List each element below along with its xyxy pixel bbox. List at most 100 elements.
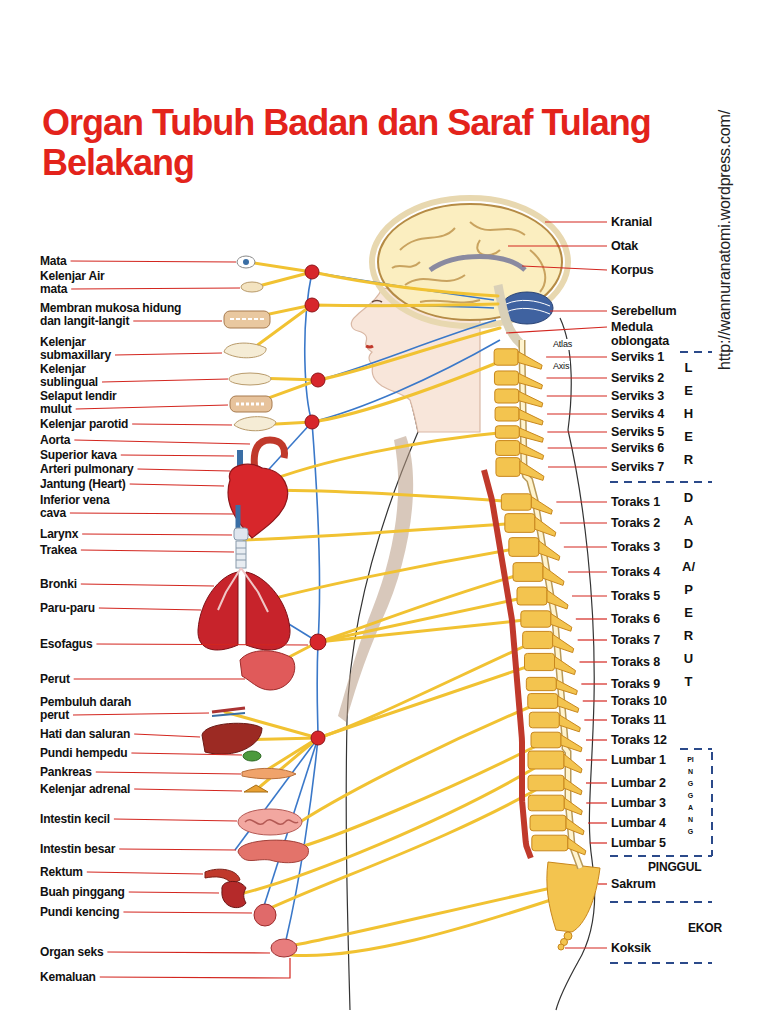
organ-label: Aorta bbox=[40, 434, 70, 447]
nerve-yellow bbox=[318, 640, 538, 738]
leader-line bbox=[76, 405, 228, 409]
head-organs bbox=[243, 259, 249, 265]
organ-label: Mata bbox=[40, 255, 67, 268]
vertebra bbox=[496, 458, 544, 481]
organ-label: Pundi hempedu bbox=[40, 747, 127, 760]
airway-and-lungs bbox=[234, 528, 248, 540]
organ-label: Intestin besar bbox=[40, 843, 115, 856]
head-organs bbox=[229, 373, 271, 385]
nerve-yellow bbox=[250, 304, 498, 318]
vertebra bbox=[518, 352, 542, 370]
leader-line bbox=[586, 802, 607, 803]
vertebra bbox=[531, 732, 582, 752]
vertebra bbox=[535, 517, 556, 537]
abdominal-organs bbox=[245, 820, 298, 825]
leader-line bbox=[119, 849, 236, 850]
leader-line bbox=[550, 310, 607, 311]
ganglion bbox=[305, 415, 319, 429]
vertebra bbox=[495, 407, 519, 421]
organ-label: Pankreas bbox=[40, 766, 92, 779]
spine-level-label: Toraks 11 bbox=[611, 713, 666, 727]
diagram-title: Organ Tubuh Badan dan Saraf Tulang Belak… bbox=[42, 103, 662, 183]
brain-part-label: Otak bbox=[611, 239, 638, 253]
vertebra bbox=[513, 563, 543, 582]
vertebra bbox=[528, 694, 579, 713]
vertebra bbox=[568, 838, 586, 855]
leader-line bbox=[99, 608, 201, 610]
vertebra bbox=[532, 835, 568, 851]
vertebra bbox=[564, 778, 582, 795]
region-divider bbox=[610, 855, 712, 857]
organ-label: Rektum bbox=[40, 866, 83, 879]
leader-line bbox=[572, 595, 607, 596]
vertebra bbox=[528, 775, 564, 791]
abdominal-organs bbox=[244, 785, 268, 792]
vertebra bbox=[518, 373, 542, 389]
sacrum-coccyx bbox=[547, 862, 600, 950]
spine-level-label: Koksik bbox=[611, 941, 651, 955]
spine-level-label: Sakrum bbox=[611, 877, 656, 891]
vertebra bbox=[509, 538, 539, 557]
head-organs bbox=[224, 311, 270, 328]
organ-label: Esofagus bbox=[40, 638, 92, 651]
vertebra bbox=[521, 611, 572, 631]
organ-label: Bronki bbox=[40, 578, 77, 591]
ganglion bbox=[311, 373, 325, 387]
head-organs bbox=[234, 417, 276, 431]
airway-and-lungs bbox=[218, 568, 268, 612]
spine-level-label: Serviks 6 bbox=[611, 441, 664, 455]
ganglion bbox=[310, 634, 326, 650]
vertebra bbox=[495, 389, 519, 403]
vertebra bbox=[529, 712, 559, 728]
brain bbox=[392, 222, 545, 303]
leader-line bbox=[138, 469, 231, 471]
leader-line bbox=[590, 842, 607, 843]
vertebra bbox=[564, 798, 582, 815]
vertebra bbox=[509, 538, 560, 561]
leader-line bbox=[121, 455, 234, 456]
vertebra bbox=[496, 458, 520, 477]
leader-line bbox=[508, 245, 607, 246]
leader-line bbox=[96, 772, 241, 774]
vertebra bbox=[528, 751, 564, 769]
vertebra bbox=[520, 443, 544, 459]
spine-level-label: Toraks 5 bbox=[611, 589, 660, 603]
leader-line bbox=[114, 819, 237, 821]
airway-and-lungs bbox=[236, 541, 246, 568]
heart bbox=[228, 464, 288, 538]
vertebra bbox=[517, 587, 568, 609]
leader-line bbox=[547, 413, 607, 414]
spine-level-label: Toraks 9 bbox=[611, 677, 660, 691]
vertebra bbox=[530, 815, 566, 831]
leader-line bbox=[586, 782, 607, 783]
leader-line bbox=[132, 424, 232, 425]
sacrum-coccyx bbox=[547, 862, 600, 932]
leader-line bbox=[107, 952, 270, 953]
nerve-yellow bbox=[236, 760, 548, 895]
nerve-yellow bbox=[248, 262, 498, 296]
leader-line bbox=[70, 513, 234, 514]
spine-level-label: Toraks 3 bbox=[611, 540, 660, 554]
brain-part-label: Kranial bbox=[611, 215, 652, 229]
region-label: PINGGUL bbox=[648, 860, 701, 874]
leader-line bbox=[560, 522, 607, 523]
spinal-column bbox=[484, 340, 586, 868]
brain-part-label: Medula oblongata bbox=[611, 320, 701, 348]
brain bbox=[470, 222, 525, 235]
sacrum-coccyx bbox=[558, 944, 564, 950]
vertebra bbox=[523, 631, 553, 648]
nerve-yellow bbox=[255, 272, 312, 287]
leader-line bbox=[565, 947, 607, 948]
organ-label: Organ seks bbox=[40, 946, 103, 959]
vertebra bbox=[528, 694, 558, 709]
vertebra bbox=[496, 441, 544, 460]
region-divider bbox=[610, 352, 712, 963]
brain bbox=[530, 250, 545, 292]
vertebra bbox=[525, 653, 555, 670]
organ-label: Perut bbox=[40, 673, 70, 686]
organ-label: Kelenjar submaxillary bbox=[40, 336, 122, 362]
vertebra bbox=[495, 389, 543, 407]
leader-line bbox=[546, 356, 607, 357]
vertebra bbox=[531, 732, 561, 748]
organ-label: Selaput lendir mulut bbox=[40, 390, 122, 416]
